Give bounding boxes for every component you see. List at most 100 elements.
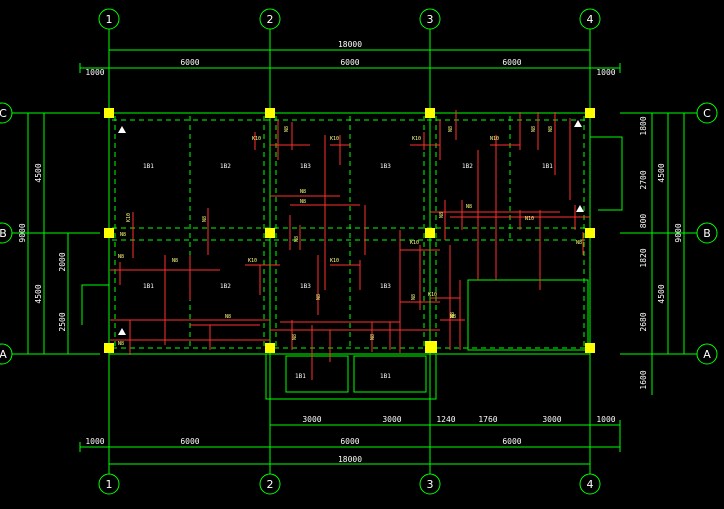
right-inner-6: 1600	[639, 370, 648, 389]
triangle-marker-icon	[576, 205, 584, 212]
column-2b	[265, 228, 275, 238]
axis-label-2-bottom: 2	[267, 478, 274, 491]
top-axis-bubbles	[98, 8, 601, 30]
bottom-axis-bubbles	[98, 473, 601, 495]
column-2c	[265, 108, 275, 118]
rebar-label: N8	[466, 204, 472, 210]
right-inner-5: 2680	[639, 312, 648, 331]
right-inner-2: 2700	[639, 170, 648, 189]
right-seg-2: 4500	[657, 284, 666, 303]
slab-label-b3d: 1B3	[380, 283, 391, 290]
rebar-label: N8	[300, 189, 306, 195]
top-dim-seg-5: 1000	[596, 68, 615, 77]
rebar-label: N8	[294, 236, 300, 242]
column-4a	[585, 343, 595, 353]
bottom-dim-seg-1: 1000	[85, 437, 104, 446]
rebar-label: N10	[490, 136, 499, 142]
left-seg-1: 4500	[34, 163, 43, 182]
top-total-dimension: 18000	[338, 40, 362, 49]
left-inner-2: 2500	[58, 312, 67, 331]
slab-label-b2: 1B2	[220, 163, 231, 170]
rebar-label: N8	[284, 126, 290, 132]
rebar-label: N8	[370, 334, 376, 340]
bottom-inner-seg-1: 3000	[302, 415, 321, 424]
column-4c	[585, 108, 595, 118]
rebar-label: N8	[411, 294, 417, 300]
axis-label-b-right: B	[703, 227, 711, 240]
grid-lines	[12, 29, 697, 474]
right-inner-3: 800	[639, 214, 648, 229]
slab-dashed-lines	[112, 116, 588, 350]
right-dimension-chain	[651, 113, 685, 395]
rebar-label: K10	[330, 258, 339, 264]
right-inner-1: 1800	[639, 116, 648, 135]
top-dim-seg-3: 6000	[340, 58, 359, 67]
left-dimension-chain	[27, 113, 69, 354]
rebar-label: K10	[330, 136, 339, 142]
column-1c	[104, 108, 114, 118]
bottom-inner-seg-3: 1240	[436, 415, 455, 424]
rebar-label: N8	[439, 212, 445, 218]
rebar-label: N8	[300, 199, 306, 205]
rebar-lines	[110, 110, 590, 380]
triangle-marker-icon	[118, 126, 126, 133]
right-total-dimension: 9000	[674, 223, 683, 242]
rebar-label: N8	[120, 232, 126, 238]
rebar-label: N8	[292, 334, 298, 340]
triangle-marker-icon	[118, 328, 126, 335]
rebar-label: N8	[316, 294, 322, 300]
axis-label-c-right: C	[703, 107, 711, 120]
rebar-label: N8	[202, 216, 208, 222]
right-inner-4: 1820	[639, 248, 648, 267]
rebar-label: N8	[118, 341, 124, 347]
slab-label-b3b: 1B3	[380, 163, 391, 170]
slab-label-b3: 1B3	[300, 163, 311, 170]
top-dim-seg-4: 6000	[502, 58, 521, 67]
axis-label-3-bottom: 3	[427, 478, 434, 491]
rebar-label: K10	[412, 136, 421, 142]
columns	[104, 108, 595, 353]
rebar-label: N8	[172, 258, 178, 264]
bottom-dimension-chain	[79, 420, 621, 465]
rebar-label: N8	[531, 126, 537, 132]
top-dim-seg-2: 6000	[180, 58, 199, 67]
slab-label-b1c: 1B1	[143, 283, 154, 290]
rebar-label: N8	[450, 314, 456, 320]
bottom-inner-seg-4: 1760	[478, 415, 497, 424]
left-seg-2: 4500	[34, 284, 43, 303]
rebar-label: K10	[428, 292, 437, 298]
axis-label-1-bottom: 1	[106, 478, 113, 491]
rebar-label: N8	[225, 314, 231, 320]
triangle-marker-icon	[574, 120, 582, 127]
top-dim-seg-1: 1000	[85, 68, 104, 77]
bottom-total-dimension: 18000	[338, 455, 362, 464]
column-1b	[104, 228, 114, 238]
rebar-label: N8	[448, 126, 454, 132]
bottom-dim-seg-2: 6000	[180, 437, 199, 446]
rebar-label: N8	[450, 312, 456, 318]
axis-label-4-top: 4	[587, 13, 594, 26]
axis-label-a-left: A	[0, 348, 7, 361]
column-4b	[585, 228, 595, 238]
slab-label-b1: 1B1	[143, 163, 154, 170]
rebar-label: K10	[410, 240, 419, 246]
rebar-label: N8	[576, 240, 582, 246]
left-total-dimension: 9000	[18, 223, 27, 242]
column-2a	[265, 343, 275, 353]
rebar-label: K10	[252, 136, 261, 142]
axis-label-4-bottom: 4	[587, 478, 594, 491]
left-inner-1: 2000	[58, 252, 67, 271]
axis-label-2-top: 2	[267, 13, 274, 26]
axis-label-3-top: 3	[427, 13, 434, 26]
rebar-label: N8	[118, 254, 124, 260]
rebar-label: N8	[548, 126, 554, 132]
bottom-inner-seg-2: 3000	[382, 415, 401, 424]
column-3c	[425, 108, 435, 118]
slab-label-b3c: 1B3	[300, 283, 311, 290]
slab-label-b2c: 1B2	[220, 283, 231, 290]
rebar-label: K10	[126, 213, 132, 222]
slab-label-b2b: 1B2	[462, 163, 473, 170]
axis-label-c-left: C	[0, 107, 7, 120]
column-3b	[425, 228, 435, 238]
